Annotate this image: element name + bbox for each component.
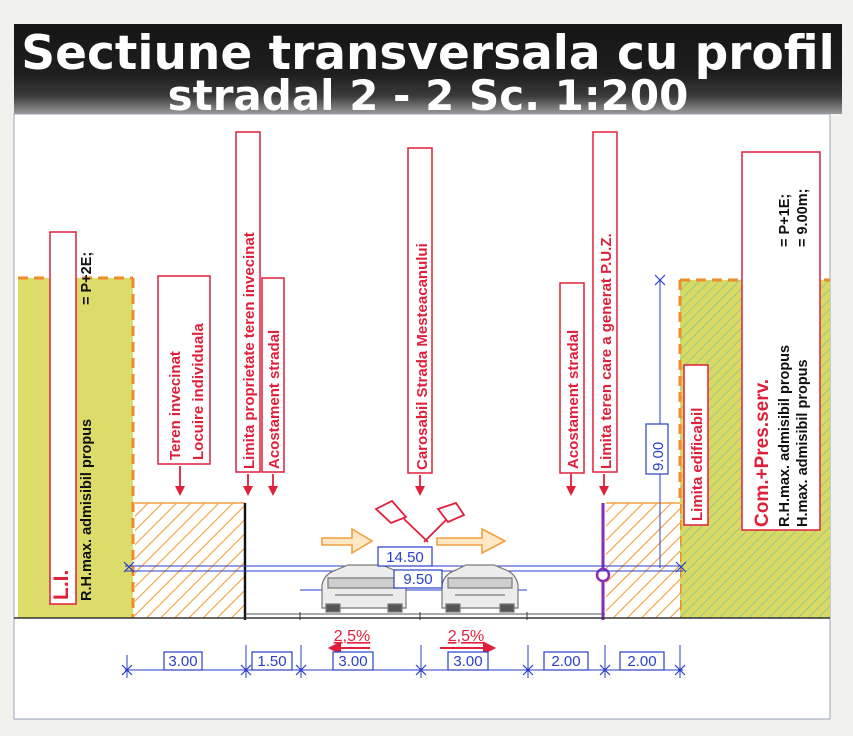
left-shoulder-arrow-icon [268,486,278,496]
roadway-label: Carosabil Strada Mesteacanului [414,243,431,470]
property-limit-arrow-icon [243,486,253,496]
right-regulation-h-value: = 9.00m; [795,189,811,247]
building-limit-box [683,364,709,526]
segment-label-3: 3.00 [338,653,367,670]
car-left-icon [321,564,407,613]
right-shoulder-arrow-icon [566,486,576,496]
puz-limit-label: Limita teren care a generat P.U.Z. [598,233,615,469]
right-regulation-rh-value: = P+1E; [777,194,793,247]
right-shoulder-box [559,282,585,474]
crossed-arrows-icon [374,499,466,543]
right-shoulder-label: Acostament stradal [565,330,582,469]
segment-label-1: 3.00 [168,653,197,670]
segment-label-2: 1.50 [257,653,286,670]
title-banner: Sectiune transversala cu profil stradal … [14,24,842,120]
left-zone-code: L.I. [50,570,73,600]
puz-limit-box [592,131,618,473]
traffic-arrow-left-icon [321,527,374,555]
traffic-arrow-right-icon [436,527,507,555]
right-lot-hatch [606,503,680,618]
left-regulation-value: = P+2E; [79,252,95,305]
roadway-box [407,147,433,474]
right-regulation-h-text: H.max. admisibil propus [795,359,811,527]
segment-dimension-labels: 3.00 1.50 3.00 3.00 2.00 2.00 [163,651,665,671]
height-dimension-label: 9.00 [650,442,667,471]
title-line-2: stradal 2 - 2 Sc. 1:200 [167,71,689,120]
right-regulation-rh-text: R.H.max. admisibil propus [777,345,793,527]
segment-label-4: 3.00 [453,653,482,670]
building-limit-label: Limita edificabil [689,408,706,521]
neighbor-property-limit-box [235,131,261,473]
total-width-box [377,546,433,567]
total-width-label: 14.50 [386,549,424,566]
left-shoulder-box [261,277,285,473]
right-zone-code: Com.+Pres.serv. [752,379,773,527]
slope-right-arrow-head [483,641,497,655]
left-regulation-box [49,231,77,605]
neighbor-land-arrow-icon [175,486,185,496]
neighbor-land-box [157,275,211,465]
title-line-1: Sectiune transversala cu profil [21,26,835,81]
segment-label-6: 2.00 [627,653,656,670]
slope-left-label: 2,5% [334,628,370,645]
neighbor-property-limit-label: Limita proprietate teren invecinat [241,232,258,469]
right-regulation-box [741,151,821,531]
carriageway-width-box [393,569,443,589]
height-dimension-box [645,423,669,475]
left-shoulder-label: Acostament stradal [266,330,283,469]
carriageway-width-label: 9.50 [403,571,432,588]
left-regulation-text: R.H.max. admisibil propus [79,419,95,601]
neighbor-land-label: Teren invecinat [167,351,184,460]
car-right-icon [441,564,519,613]
segment-label-5: 2.00 [551,653,580,670]
puz-limit-arrow-icon [599,486,609,496]
slope-left-arrow-head [327,641,341,655]
puz-boundary-marker [595,567,611,583]
neighbor-lot-hatch [135,503,245,618]
roadway-arrow-icon [415,486,425,496]
slope-right-label: 2,5% [448,628,484,645]
neighbor-use-label: Locuire individuala [190,323,207,460]
